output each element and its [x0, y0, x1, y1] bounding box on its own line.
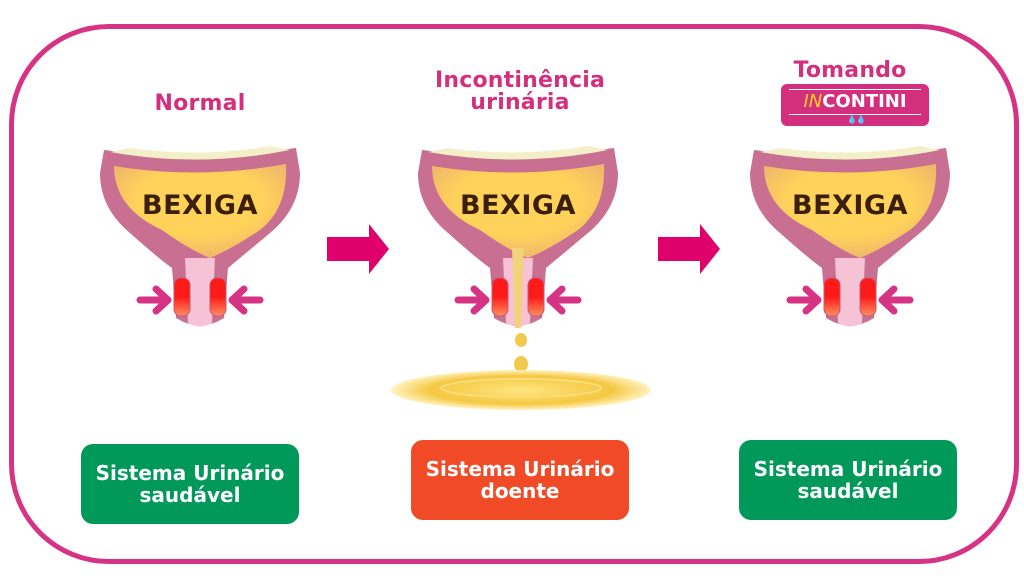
- status-line: Sistema Urinário: [753, 457, 943, 481]
- bladder-icon: [418, 146, 618, 328]
- status-line: Sistema Urinário: [425, 457, 615, 481]
- status-badge-sick: Sistema Urinário doente: [411, 440, 629, 520]
- stage-title-normal: Normal: [90, 93, 310, 115]
- status-line: saudável: [797, 479, 899, 503]
- status-badge-healthy: Sistema Urinário saudável: [81, 444, 299, 524]
- status-line: Sistema Urinário: [95, 461, 285, 485]
- title-line: Incontinência: [435, 68, 605, 93]
- logo-line: [789, 114, 921, 115]
- logo-name: CONTINI: [822, 91, 907, 112]
- arrow-inward-icon: [454, 285, 582, 315]
- status-line: doente: [480, 479, 560, 503]
- urine-drop: [514, 356, 528, 372]
- arrow-right-icon: [658, 224, 720, 274]
- arrow-inward-icon: [136, 285, 264, 315]
- diagram-frame: [9, 24, 1019, 564]
- bladder-illustration-treatment: BEXIGA: [740, 118, 960, 348]
- bladder-icon: [100, 146, 300, 327]
- urine-drop: [515, 333, 527, 347]
- title-line: Normal: [154, 91, 246, 116]
- stage-title-incontinence: Incontinência urinária: [380, 70, 660, 114]
- title-line: urinária: [470, 90, 570, 115]
- bladder-illustration-normal: BEXIGA: [90, 118, 310, 348]
- logo-prefix: IN: [803, 91, 823, 112]
- logo-line: [789, 89, 921, 90]
- logo-wordmark: INCONTINI: [781, 92, 929, 112]
- title-line: Tomando: [793, 58, 907, 83]
- water-drops-icon: 💧💧: [847, 115, 866, 124]
- bladder-label: BEXIGA: [460, 190, 576, 221]
- puddle-pool: [391, 370, 651, 410]
- status-badge-healthy: Sistema Urinário saudável: [739, 440, 957, 520]
- incontini-logo: INCONTINI 💧💧: [781, 84, 929, 126]
- arrow-inward-icon: [786, 285, 914, 315]
- bladder-illustration-incontinence: BEXIGA: [408, 118, 628, 348]
- urine-puddle: [391, 333, 651, 410]
- bladder-icon: [750, 146, 950, 327]
- arrow-right-icon: [327, 224, 389, 274]
- status-line: saudável: [139, 483, 241, 507]
- bladder-label: BEXIGA: [142, 190, 258, 221]
- bladder-label: BEXIGA: [792, 190, 908, 221]
- stage-title-treatment: Tomando: [740, 60, 960, 82]
